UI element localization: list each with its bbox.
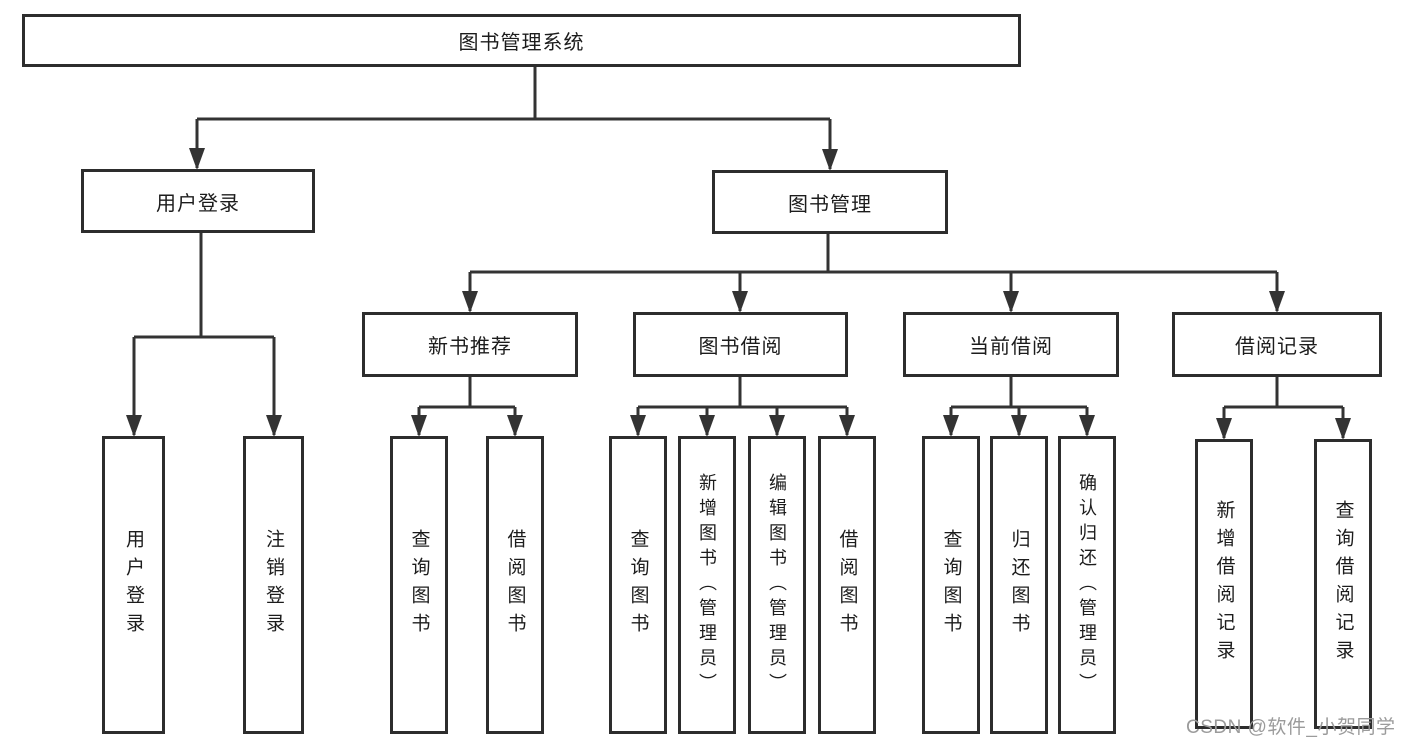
leaf-return-books-label: 归还图书	[1008, 529, 1030, 641]
leaf-borrow-books-borrowing-label: 借阅图书	[836, 529, 858, 641]
leaf-add-books-admin: 新增图书（管理员）	[678, 436, 736, 734]
node-user-login: 用户登录	[81, 169, 315, 233]
node-borrowing-records-label: 借阅记录	[1235, 336, 1319, 358]
leaf-query-borrow-record: 查询借阅记录	[1314, 439, 1372, 729]
leaf-user-login-label: 用户登录	[123, 529, 144, 641]
leaf-add-books-admin-label: 新增图书（管理员）	[697, 472, 717, 698]
leaf-confirm-return-admin-label: 确认归还（管理员）	[1077, 472, 1097, 698]
leaf-borrow-books-recommend-label: 借阅图书	[504, 529, 526, 641]
node-current-borrowing-label: 当前借阅	[969, 336, 1053, 358]
leaf-logout-label: 注销登录	[263, 529, 284, 641]
csdn-watermark: CSDN @软件_小贺同学	[1186, 717, 1396, 738]
leaf-return-books: 归还图书	[990, 436, 1048, 734]
leaf-query-books-recommend: 查询图书	[390, 436, 448, 734]
node-book-management-label: 图书管理	[788, 193, 872, 216]
leaf-user-login: 用户登录	[102, 436, 165, 734]
node-new-book-recommend-label: 新书推荐	[428, 336, 512, 358]
leaf-query-books-borrowing: 查询图书	[609, 436, 667, 734]
leaf-borrow-books-recommend: 借阅图书	[486, 436, 544, 734]
node-book-management: 图书管理	[712, 170, 948, 234]
leaf-query-books-borrowing-label: 查询图书	[627, 529, 649, 641]
leaf-query-borrow-record-label: 查询借阅记录	[1332, 500, 1354, 668]
leaf-add-borrow-record-label: 新增借阅记录	[1213, 500, 1235, 668]
node-borrowing-records: 借阅记录	[1172, 312, 1382, 377]
leaf-query-books-current-label: 查询图书	[940, 529, 962, 641]
node-current-borrowing: 当前借阅	[903, 312, 1119, 377]
leaf-logout: 注销登录	[243, 436, 304, 734]
arrowheads	[126, 148, 1351, 440]
leaf-edit-books-admin-label: 编辑图书（管理员）	[767, 472, 787, 698]
node-new-book-recommend: 新书推荐	[362, 312, 578, 377]
leaf-query-books-recommend-label: 查询图书	[408, 529, 430, 641]
leaf-confirm-return-admin: 确认归还（管理员）	[1058, 436, 1116, 734]
node-root: 图书管理系统	[22, 14, 1021, 67]
node-root-label: 图书管理系统	[458, 32, 585, 54]
node-user-login-label: 用户登录	[156, 192, 240, 215]
leaf-borrow-books-borrowing: 借阅图书	[818, 436, 876, 734]
node-book-borrowing: 图书借阅	[633, 312, 848, 377]
leaf-query-books-current: 查询图书	[922, 436, 980, 734]
leaf-edit-books-admin: 编辑图书（管理员）	[748, 436, 806, 734]
leaf-add-borrow-record: 新增借阅记录	[1195, 439, 1253, 729]
node-book-borrowing-label: 图书借阅	[698, 336, 783, 358]
